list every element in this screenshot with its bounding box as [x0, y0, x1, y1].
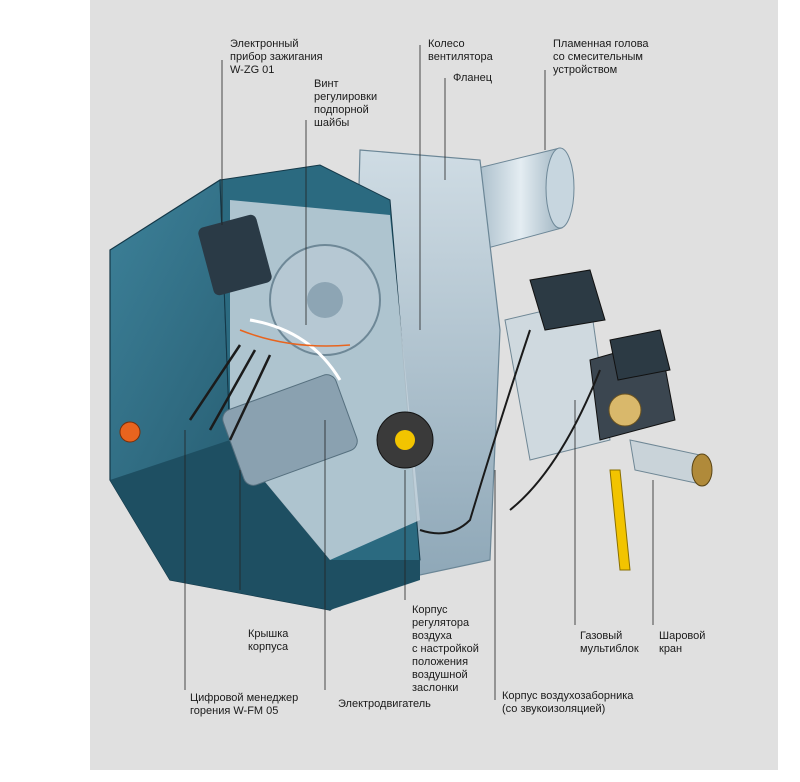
electric-motor	[222, 374, 358, 486]
label-flame-head: Пламенная голова со смесительным устройс…	[553, 38, 649, 76]
label-flange: Фланец	[453, 72, 493, 84]
label-gas-multiblock: Газовый мультиблок	[580, 630, 639, 655]
ignition-device	[198, 214, 272, 296]
label-cover: Крышка корпуса	[248, 628, 289, 653]
label-air-intake: Корпус воздухозаборника (со звукоизоляци…	[502, 690, 634, 715]
label-screw: Винт регулировки подпорной шайбы	[314, 78, 378, 129]
label-combustion-manager: Цифровой менеджер горения W-FM 05	[190, 692, 299, 717]
label-motor: Электродвигатель	[338, 698, 431, 710]
burner-illustration	[109, 45, 713, 700]
label-fan-wheel: Колесо вентилятора	[428, 38, 493, 63]
interior	[188, 200, 434, 560]
indicator-lamp	[119, 421, 141, 443]
diagram-panel: Электронный прибор зажигания W-ZG 01 Вин…	[90, 0, 778, 770]
label-air-regulator: Корпус регулятора воздуха с настройкой п…	[412, 604, 479, 694]
label-ignition-device: Электронный прибор зажигания W-ZG 01	[230, 38, 323, 76]
leader-lines	[184, 45, 654, 700]
label-ball-valve: Шаровой кран	[659, 630, 706, 655]
gas-multiblock	[504, 269, 676, 461]
ball-valve	[609, 439, 713, 571]
flame-head	[469, 147, 575, 251]
